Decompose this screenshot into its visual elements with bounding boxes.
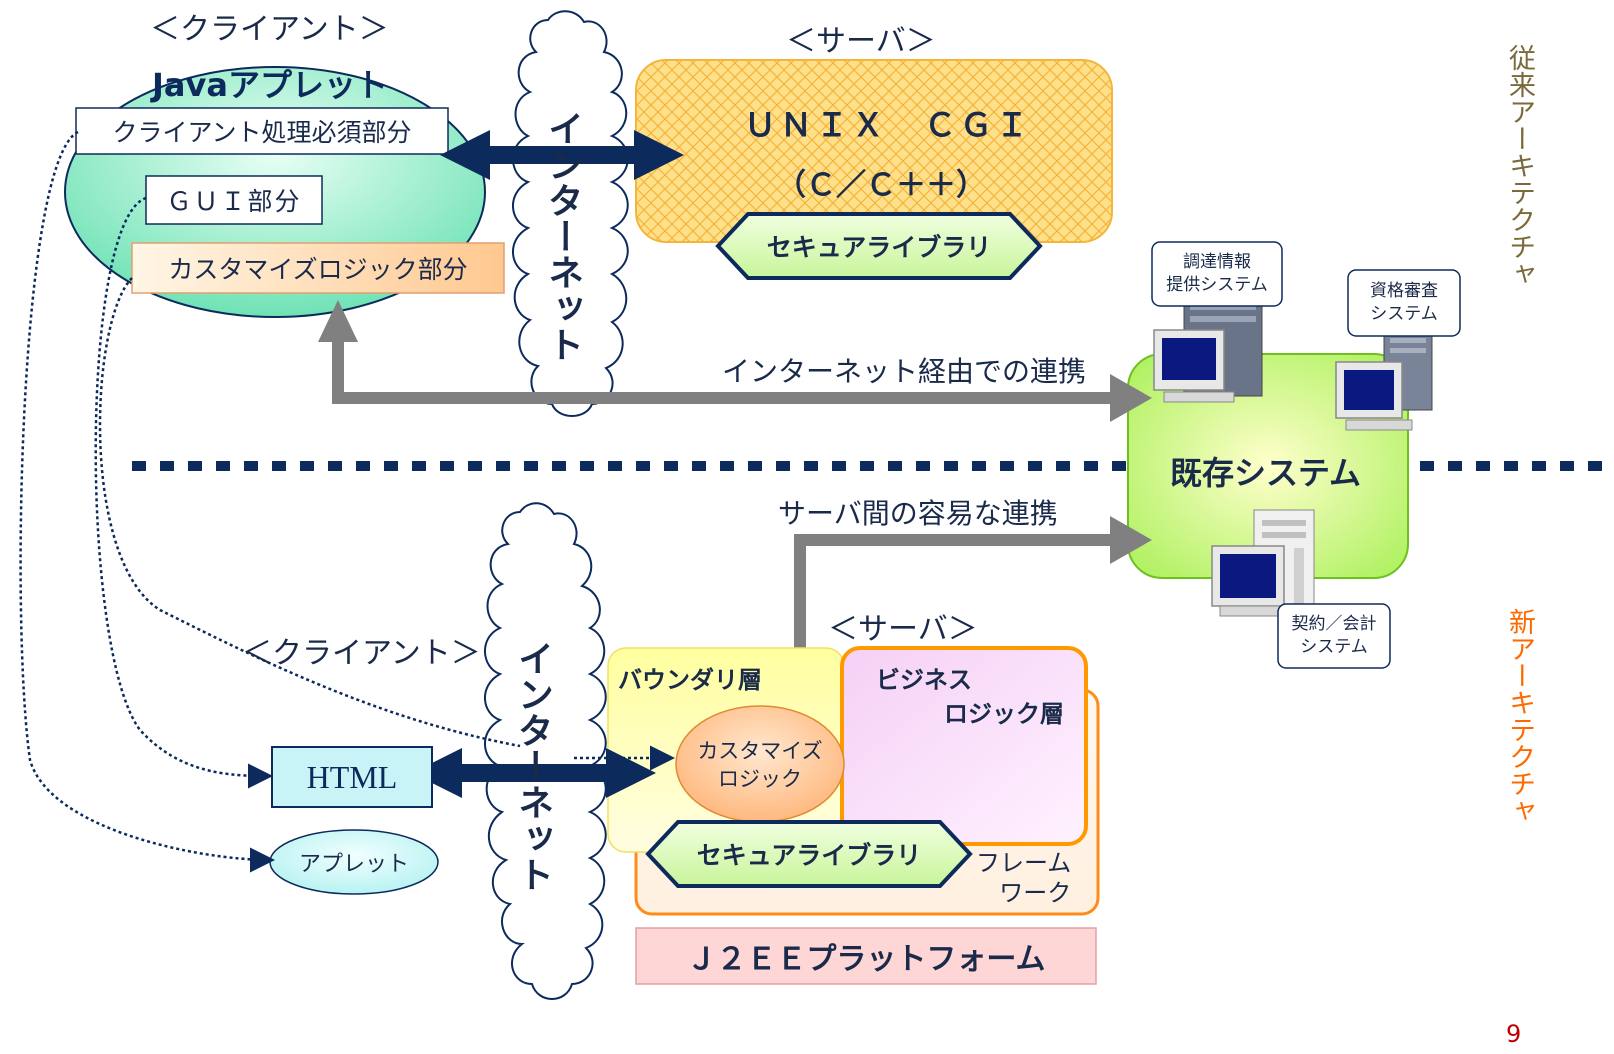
customize-logic-part-label: カスタマイズロジック部分: [168, 255, 468, 284]
applet-label: アプレット: [298, 852, 409, 877]
procurement-system-label: 調達情報 提供システム: [1166, 252, 1268, 295]
client-required-label: クライアント処理必須部分: [112, 118, 412, 147]
business-layer-box: [840, 646, 1088, 846]
procurement-server-icon: [1153, 295, 1263, 403]
internet-link-label: インターネット経由での連携: [722, 355, 1087, 388]
gui-part-label: ＧＵＩ部分: [166, 187, 302, 216]
new-architecture-label: 新アーキテクチャ: [1504, 608, 1535, 824]
qualification-system-label: 資格審査 システム: [1370, 281, 1438, 324]
old-double-arrow: [440, 130, 684, 180]
business-layer-label-2: ロジック層: [944, 700, 1064, 728]
j2ee-platform-box: [635, 927, 1097, 985]
old-security-library-label: セキュアライブラリ: [766, 233, 992, 262]
old-server-header: ＜サーバ＞: [786, 24, 936, 59]
customize-logic-box: [131, 242, 505, 294]
contract-callout: [1277, 603, 1391, 669]
business-layer-label-1: ビジネス: [876, 666, 972, 694]
qualification-callout: [1347, 269, 1461, 337]
old-client-header: ＜クライアント＞: [150, 12, 389, 47]
c-cpp-label: （Ｃ／Ｃ＋＋）: [776, 168, 986, 203]
new-double-arrow: [412, 748, 656, 798]
unix-cgi-label: ＵＮＩＸ ＣＧＩ: [744, 106, 1033, 144]
old-internet-label: インターネット: [542, 110, 583, 362]
new-security-hexagon: [645, 820, 973, 888]
new-internet-cloud: [484, 502, 607, 1000]
dotted-connectors: [19, 130, 675, 873]
new-server-header: ＜サーバ＞: [828, 612, 978, 647]
html-label: HTML: [306, 758, 398, 795]
existing-system-title: 既存システム: [1170, 454, 1362, 492]
client-required-box: [75, 107, 449, 155]
contract-server-icon: [1211, 509, 1315, 617]
customize-logic-label: カスタマイズ ロジック: [697, 739, 823, 791]
boundary-layer-label: バウンダリ層: [618, 666, 762, 694]
page-number: 9: [1506, 1020, 1522, 1048]
old-security-hexagon: [715, 212, 1043, 280]
html-box: [271, 746, 433, 808]
java-applet-title: Javaアプレット: [152, 66, 388, 104]
internet-link-arrow: [318, 300, 1152, 422]
procurement-callout: [1151, 241, 1283, 307]
qualification-server-icon: [1335, 329, 1433, 431]
framework-label: フレーム ワーク: [976, 849, 1072, 907]
old-architecture-label: 従来アーキテクチャ: [1504, 44, 1535, 287]
contract-system-label: 契約／会計 システム: [1291, 614, 1377, 657]
gui-box: [145, 175, 323, 225]
new-security-library-label: セキュアライブラリ: [696, 841, 922, 870]
j2ee-platform-label: Ｊ２ＥＥプラットフォーム: [686, 942, 1046, 977]
new-client-header: ＜クライアント＞: [242, 636, 481, 671]
new-internet-label: インターネット: [512, 640, 553, 892]
server-link-label: サーバ間の容易な連携: [778, 497, 1058, 530]
